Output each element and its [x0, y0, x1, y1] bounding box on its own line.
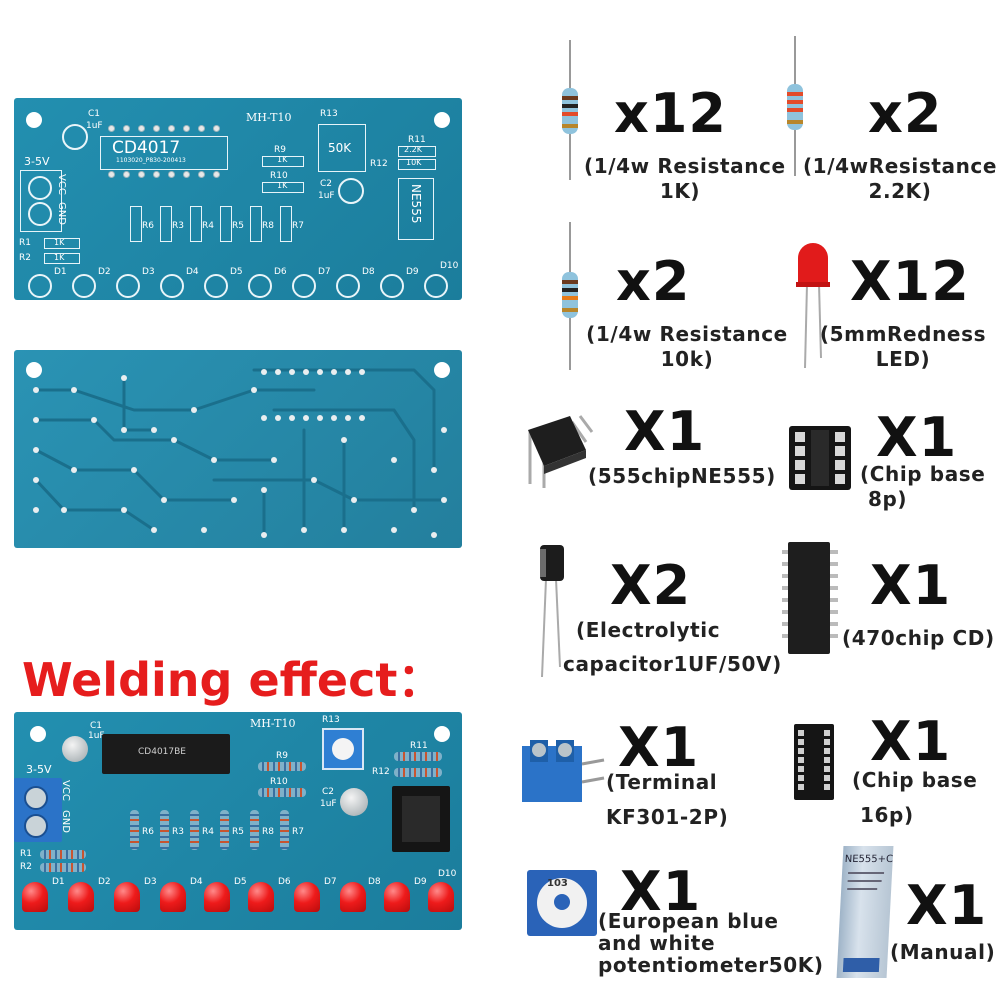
- resistor-icon: [562, 222, 578, 370]
- item-desc: (Electrolytic: [576, 618, 721, 642]
- item-desc: (555chipNE555): [588, 464, 776, 488]
- mounting-hole: [30, 726, 46, 742]
- item-qty: X1: [870, 710, 952, 773]
- cd4017-chip-marking: CD4017BE: [138, 747, 186, 757]
- copper-traces: [33, 368, 447, 538]
- led-icon: [796, 243, 830, 369]
- pcb-welded-board: MH-T10 C1 1uF CD4017BE 3-5V VCC GND R1 R…: [14, 712, 462, 930]
- c1-label: C1: [88, 109, 101, 119]
- pot-footprint: [318, 124, 366, 172]
- terminal-pad: [28, 176, 52, 200]
- item-qty: X1: [906, 874, 988, 937]
- item-qty: x2: [868, 82, 943, 145]
- item-qty: X1: [618, 716, 700, 779]
- pot-value: 50K: [328, 141, 352, 155]
- capacitor-c1: [62, 736, 88, 762]
- resistor-icon: [787, 36, 803, 176]
- resistor-icon: [562, 40, 578, 180]
- board-title: MH-T10: [246, 111, 292, 124]
- mounting-hole: [434, 726, 450, 742]
- vcc-label: VCC: [56, 174, 67, 195]
- item-qty: X2: [610, 554, 692, 617]
- terminal-block: [14, 778, 62, 842]
- item-desc: (470chip CD): [842, 626, 995, 650]
- dip8-chip-icon: [528, 415, 594, 488]
- c1-value: 1uF: [86, 121, 103, 131]
- item-qty: x12: [614, 82, 727, 145]
- power-label: 3-5V: [24, 155, 50, 168]
- item-qty: X12: [850, 250, 970, 313]
- welding-effect-heading: Welding effect：: [22, 653, 444, 707]
- item-desc: (Manual): [890, 940, 996, 964]
- potentiometer-icon: 103: [527, 870, 597, 936]
- item-desc: (Terminal KF301-2P): [606, 770, 729, 829]
- manual-icon: NE555+C: [836, 846, 894, 978]
- c1-footprint: [62, 124, 88, 150]
- ne555-footprint: [398, 178, 434, 240]
- c2-footprint: [338, 178, 364, 204]
- r2-label: R2: [19, 253, 31, 263]
- terminal-footprint: [20, 170, 62, 232]
- manual-marking: NE555+C: [844, 854, 894, 865]
- ic-socket-8p-icon: [789, 426, 851, 490]
- item-qty: X1: [620, 860, 702, 923]
- r1-label: R1: [19, 238, 31, 248]
- cd4017-footprint: [100, 136, 228, 170]
- dip16-chip-icon: [782, 542, 838, 654]
- cd4017-chip: [102, 734, 230, 774]
- item-desc: capacitor1UF/50V): [563, 652, 782, 676]
- pcb-front-board: MH-T10 C1 1uF CD4017 1103020_P830-200413…: [14, 98, 462, 300]
- item-desc: (Chip base 16p): [852, 768, 978, 827]
- cd4017-small-label: 1103020_P830-200413: [116, 157, 186, 164]
- pcb-back-board: [14, 350, 462, 548]
- gnd-label: GND: [56, 202, 67, 225]
- item-qty: x2: [616, 250, 691, 313]
- welded-board-title: MH-T10: [250, 717, 296, 730]
- pot-marking: 103: [547, 878, 568, 889]
- terminal-block-icon: [522, 740, 605, 802]
- item-qty: X1: [624, 400, 706, 463]
- mounting-hole: [26, 362, 42, 378]
- item-qty: X1: [870, 554, 952, 617]
- ic-socket-16p-icon: [794, 724, 834, 800]
- ne555-label: NE555: [409, 184, 423, 224]
- terminal-pad: [28, 202, 52, 226]
- cd4017-label: CD4017: [112, 138, 181, 158]
- capacitor-icon: [540, 545, 564, 678]
- capacitor-c2: [340, 788, 368, 816]
- item-qty: X1: [876, 406, 958, 469]
- item-desc: (Chip base 8p): [860, 462, 986, 511]
- mounting-hole: [434, 112, 450, 128]
- mounting-hole: [26, 112, 42, 128]
- mounting-hole: [434, 362, 450, 378]
- potentiometer-r13: [322, 728, 364, 770]
- ne555-chip-socket: [392, 786, 450, 852]
